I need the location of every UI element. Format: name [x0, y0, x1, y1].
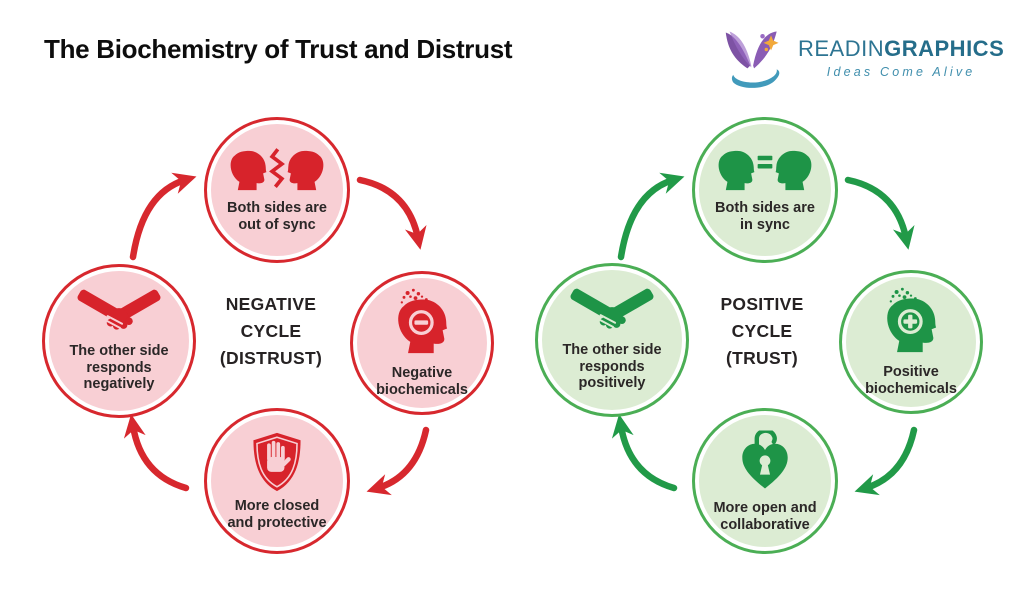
arrow-left-to-top	[617, 172, 685, 261]
arrow-right-to-bottom	[854, 426, 918, 496]
negative-cycle-title: NEGATIVE CYCLE (DISTRUST)	[219, 294, 323, 369]
arrow-right-to-bottom	[366, 426, 430, 496]
node-positive-biochemicals: Positive biochemicals	[839, 270, 983, 414]
node-other-side-responds-positively: The other side responds positively	[535, 263, 689, 417]
open-book-logo-icon	[725, 31, 780, 88]
shield-hand-icon	[249, 431, 305, 493]
node-label: More closed and protective	[227, 497, 327, 531]
node-both-sides-out-of-sync: Both sides are out of sync	[204, 117, 350, 263]
heart-padlock-open-icon	[736, 429, 794, 495]
node-both-sides-in-sync: Both sides are in sync	[692, 117, 838, 263]
page-title: The Biochemistry of Trust and Distrust	[44, 34, 513, 64]
node-label: Positive biochemicals	[865, 363, 957, 397]
handshake-icon	[566, 288, 658, 337]
negative-biochemicals-head-icon	[393, 288, 451, 360]
node-label: Both sides are out of sync	[227, 200, 327, 233]
node-other-side-responds-negatively: The other side responds negatively	[42, 264, 196, 418]
node-label: More open and collaborative	[713, 499, 817, 533]
node-label: The other side responds positively	[562, 342, 662, 392]
arrow-bottom-to-left	[123, 414, 190, 492]
brand-regular: READIN	[798, 35, 885, 61]
brand-tagline: Ideas Come Alive	[826, 64, 976, 79]
node-more-closed-protective: More closed and protective	[204, 408, 350, 554]
arrow-top-to-right	[844, 176, 915, 250]
node-negative-biochemicals: Negative biochemicals	[350, 271, 494, 415]
brand-bold: GRAPHICS	[884, 35, 1005, 61]
heads-in-sync-icon	[716, 146, 814, 195]
positive-biochemicals-head-icon	[882, 287, 940, 359]
arrow-top-to-right	[356, 176, 427, 250]
handshake-icon	[73, 289, 165, 338]
node-more-open-collaborative: More open and collaborative	[692, 408, 838, 554]
node-label: Negative biochemicals	[376, 364, 468, 398]
arrow-left-to-top	[129, 172, 197, 261]
heads-out-of-sync-icon	[228, 146, 326, 195]
arrow-bottom-to-left	[611, 414, 678, 492]
node-label: The other side responds negatively	[69, 343, 169, 393]
positive-cycle-title: POSITIVE CYCLE (TRUST)	[720, 294, 804, 369]
node-label: Both sides are in sync	[715, 200, 815, 233]
